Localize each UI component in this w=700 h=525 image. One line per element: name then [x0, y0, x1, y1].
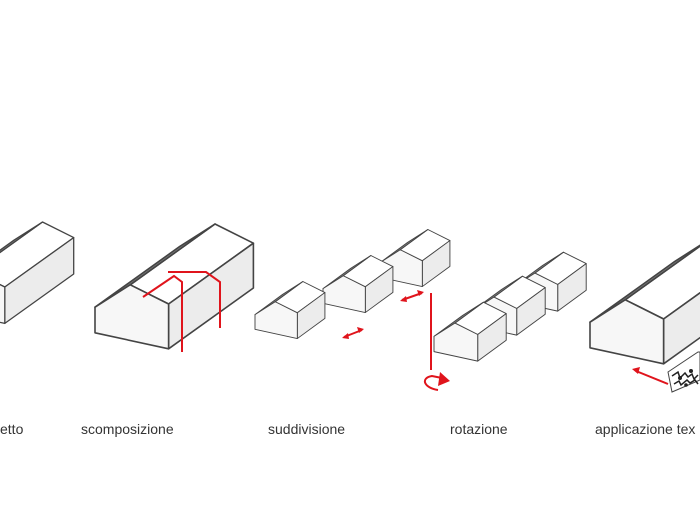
stage-suddivisione	[254, 229, 451, 340]
caption-rotazione: rotazione	[450, 421, 508, 437]
caption-oggetto: etto	[0, 421, 24, 437]
texture-arrowhead	[632, 367, 640, 374]
caption-scomposizione: scomposizione	[81, 421, 174, 437]
rotation-arrowhead	[438, 372, 450, 386]
rotation-arrow	[423, 374, 443, 391]
cut-line-1	[142, 274, 183, 352]
caption-applicazione-texture: applicazione tex	[595, 421, 696, 437]
caption-suddivisione: suddivisione	[268, 421, 346, 437]
stage-scomposizione	[94, 223, 255, 352]
cut-line-2	[168, 271, 221, 328]
stage-oggetto	[0, 221, 75, 325]
texture-pattern	[667, 351, 700, 393]
stage-rotazione	[423, 251, 587, 391]
texture-arrow	[635, 370, 669, 385]
stage-applicazione-texture	[589, 238, 700, 393]
